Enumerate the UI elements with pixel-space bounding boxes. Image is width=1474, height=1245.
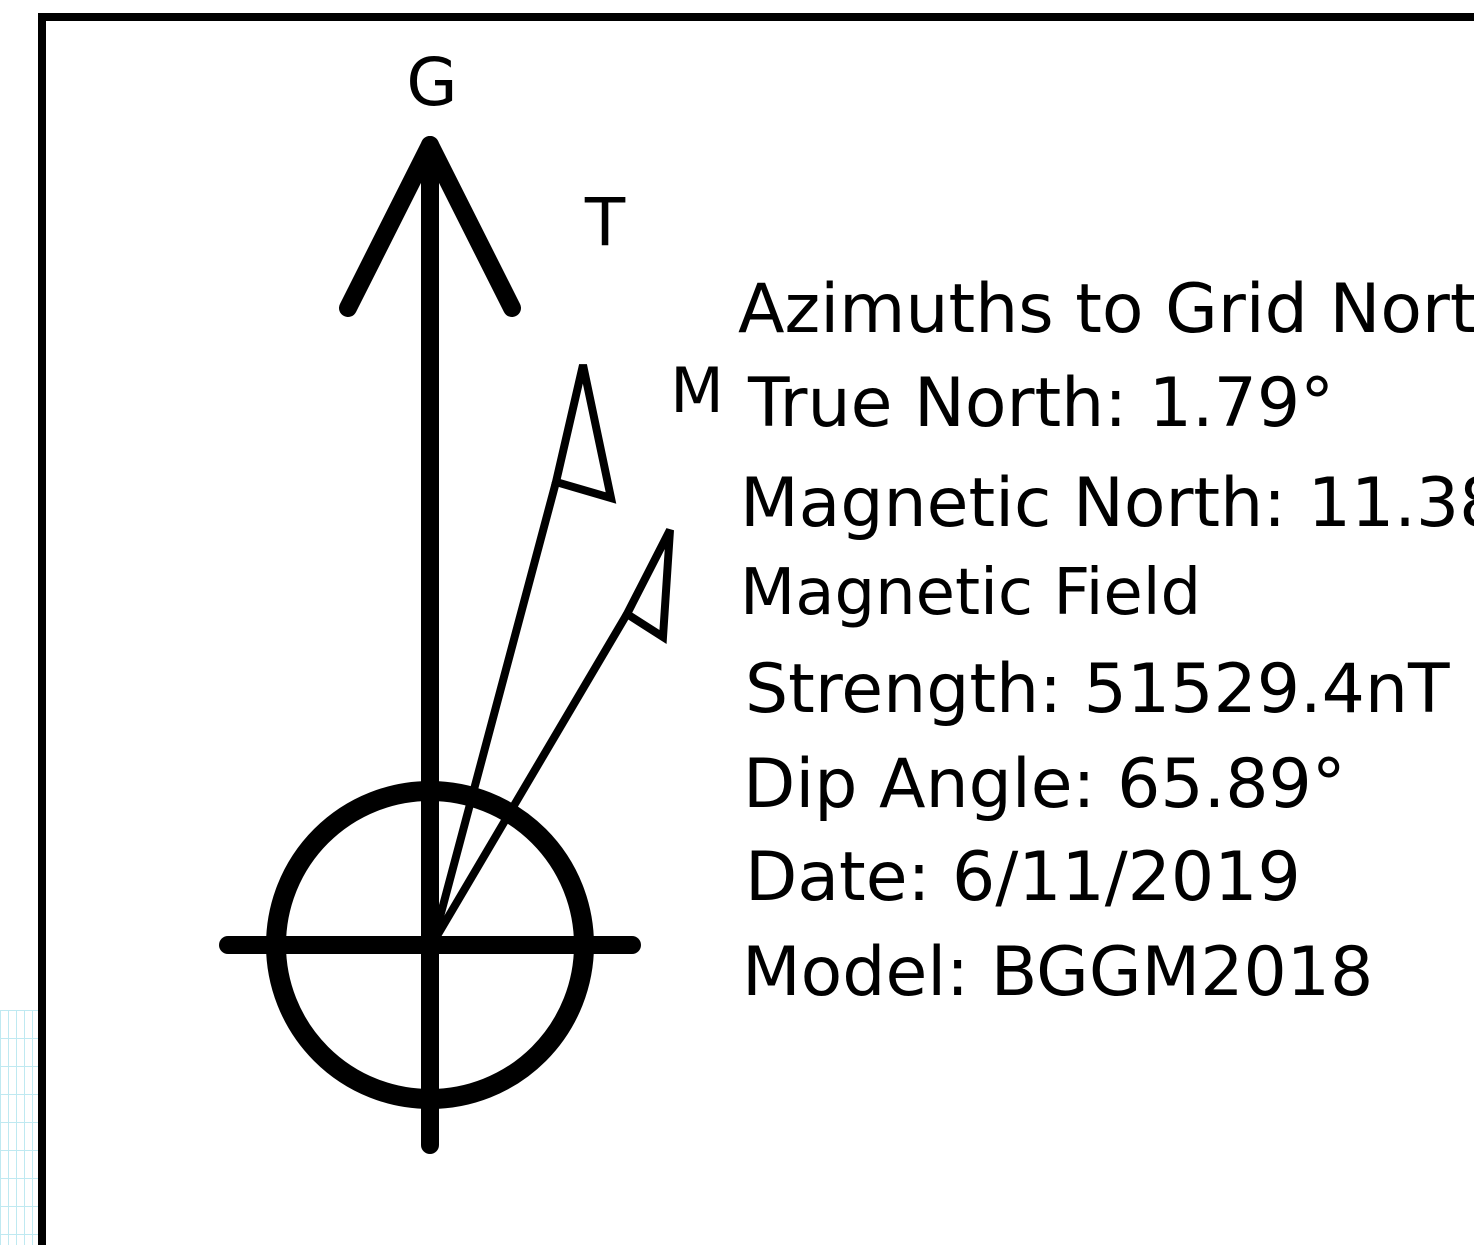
magnetic-north-label: M	[670, 354, 724, 427]
azimuths-heading: Azimuths to Grid North	[738, 270, 1474, 349]
true-north-flag	[551, 364, 617, 504]
frame-border	[38, 13, 1474, 1245]
grid-north-label: G	[406, 44, 457, 121]
date-value: Date: 6/11/2019	[745, 838, 1301, 917]
true-north-label: T	[584, 184, 626, 261]
grid-north-arrowhead	[339, 136, 521, 317]
field-strength-value: Strength: 51529.4nT	[745, 650, 1450, 729]
magnetic-field-heading: Magnetic Field	[740, 556, 1201, 630]
model-value: Model: BGGM2018	[742, 933, 1373, 1012]
dip-angle-value: Dip Angle: 65.89°	[743, 745, 1346, 824]
magnetic-north-flag	[621, 528, 674, 645]
magnetic-north-shaft	[430, 611, 631, 944]
magnetic-north-value: Magnetic North: 11.38°	[740, 464, 1474, 543]
true-north-value: True North: 1.79°	[747, 364, 1334, 443]
true-north-shaft	[429, 480, 560, 945]
background-grid-strip	[0, 1010, 40, 1245]
